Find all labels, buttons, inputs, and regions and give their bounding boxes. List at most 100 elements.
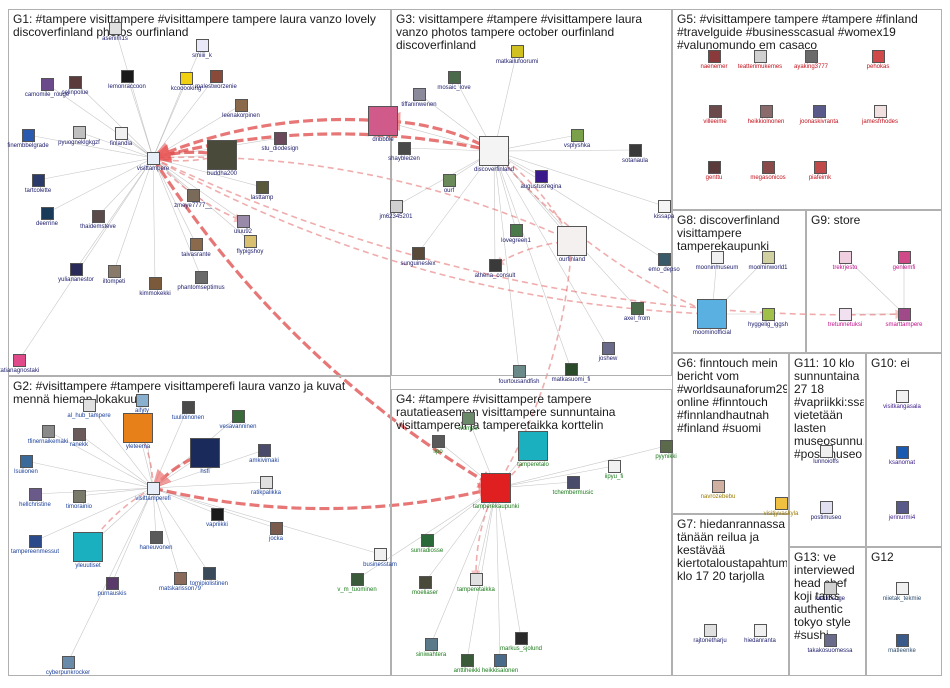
node-tampereenmessut[interactable]: [28, 534, 42, 548]
node-ourfinland[interactable]: [557, 226, 587, 256]
node-shaybleizen[interactable]: [397, 141, 411, 155]
node-jm62345201[interactable]: [389, 199, 403, 213]
node-yleteema[interactable]: [123, 413, 153, 443]
node-zmeye7777__[interactable]: [186, 188, 200, 202]
node-buddha200[interactable]: [207, 140, 237, 170]
node-kimmokekki[interactable]: [148, 276, 162, 290]
node-yuliananestor[interactable]: [69, 262, 83, 276]
node-ksanomat[interactable]: [895, 445, 909, 459]
node-stu_diodesign[interactable]: [273, 131, 287, 145]
node-teatterimukemes[interactable]: [753, 49, 767, 63]
node-kcooooking[interactable]: [179, 71, 193, 85]
node-heikkiolnonen[interactable]: [759, 104, 773, 118]
node-discoverfinland[interactable]: [479, 136, 509, 166]
node-villeeime[interactable]: [708, 104, 722, 118]
node-lsuiionen[interactable]: [19, 454, 33, 468]
node-iipyu_fi[interactable]: [607, 459, 621, 473]
node-trekrjesto[interactable]: [838, 250, 852, 264]
node-mooninmuseum[interactable]: [710, 250, 724, 264]
node-niietak_tekmie[interactable]: [895, 581, 909, 595]
node-matkasuomi_fi[interactable]: [564, 362, 578, 376]
node-asenim1s[interactable]: [108, 21, 122, 35]
node-ourf[interactable]: [442, 173, 456, 187]
node-visitjyvaskyla[interactable]: [774, 496, 788, 510]
node-postimuseo[interactable]: [819, 500, 833, 514]
node-finembbelgrade[interactable]: [21, 128, 35, 142]
node-iipo[interactable]: [431, 434, 445, 448]
node-moominofficial[interactable]: [697, 299, 727, 329]
node-tatianagnostaki[interactable]: [12, 353, 26, 367]
node-naenemer[interactable]: [707, 49, 721, 63]
node-jocka[interactable]: [269, 521, 283, 535]
node-joshew[interactable]: [601, 341, 615, 355]
node-amkivimaki[interactable]: [257, 443, 271, 457]
node-takakosuomessa[interactable]: [823, 633, 837, 647]
node-tuulioinonen[interactable]: [181, 400, 195, 414]
node-moeliaser[interactable]: [418, 575, 432, 589]
node-ayaking3777[interactable]: [804, 49, 818, 63]
node-tamperetaikka[interactable]: [469, 572, 483, 586]
node-tomipiolistinen[interactable]: [202, 566, 216, 580]
node-iltompeti[interactable]: [107, 264, 121, 278]
node-matleenke[interactable]: [895, 633, 909, 647]
node-flypigshoy[interactable]: [243, 234, 257, 248]
node-camomile_rouge[interactable]: [40, 77, 54, 91]
node-tamperekaupunki[interactable]: [481, 473, 511, 503]
node-pehokas[interactable]: [871, 49, 885, 63]
node-phantomseptimus[interactable]: [194, 270, 208, 284]
node-ranekk[interactable]: [72, 427, 86, 441]
node-tamperetalo[interactable]: [518, 431, 548, 461]
node-finlandia[interactable]: [114, 126, 128, 140]
node-tiffaninwenen[interactable]: [412, 87, 426, 101]
node-heikkisalonen[interactable]: [493, 653, 507, 667]
node-vapriikki[interactable]: [210, 507, 224, 521]
node-smarttampere[interactable]: [897, 307, 911, 321]
node-anttiheikki[interactable]: [460, 653, 474, 667]
node-emo_depso[interactable]: [657, 252, 671, 266]
node-athena_consult[interactable]: [488, 258, 502, 272]
node-yleuutiset[interactable]: [73, 532, 103, 562]
node-timorainio[interactable]: [72, 489, 86, 503]
node-leenakorpinen[interactable]: [234, 98, 248, 112]
node-sotanaula[interactable]: [628, 143, 642, 157]
node-fourtousandfish[interactable]: [512, 364, 526, 378]
node-tartcolette[interactable]: [31, 173, 45, 187]
node-tfinernaikemaki[interactable]: [41, 424, 55, 438]
node-lunnoioffs[interactable]: [819, 444, 833, 458]
node-businesstam[interactable]: [373, 547, 387, 561]
node-thaidemsteve[interactable]: [91, 209, 105, 223]
node-tchembermusic[interactable]: [566, 475, 580, 489]
node-markus_sjolund[interactable]: [514, 631, 528, 645]
node-genlemfi[interactable]: [897, 250, 911, 264]
node-kaikkosuge[interactable]: [823, 581, 837, 595]
node-augustusregina[interactable]: [534, 169, 548, 183]
node-megasonicos[interactable]: [761, 160, 775, 174]
node-sunguineslex[interactable]: [411, 246, 425, 260]
node-mosaic_love[interactable]: [447, 70, 461, 84]
node-kissapa[interactable]: [657, 199, 671, 213]
node-jamesfrhodes[interactable]: [873, 104, 887, 118]
node-visitkangasala[interactable]: [895, 389, 909, 403]
node-malestworzenie[interactable]: [209, 69, 223, 83]
node-genttu[interactable]: [707, 160, 721, 174]
node-aifyty[interactable]: [135, 393, 149, 407]
node-vsplyshka[interactable]: [570, 128, 584, 142]
node-celinpolue[interactable]: [68, 75, 82, 89]
node-sunradiosse[interactable]: [420, 533, 434, 547]
node-cyberpunkrocker[interactable]: [61, 655, 75, 669]
node-visittamperefi[interactable]: [146, 481, 160, 495]
node-lovegreen1[interactable]: [509, 223, 523, 237]
node-jerinurmi4[interactable]: [895, 500, 909, 514]
node-navrozebebu[interactable]: [711, 479, 725, 493]
node-uluu92[interactable]: [236, 214, 250, 228]
node-piafeimk[interactable]: [813, 160, 827, 174]
node-vesavanninen[interactable]: [231, 409, 245, 423]
node-hiedanranta[interactable]: [753, 623, 767, 637]
node-al_hub_tampere[interactable]: [82, 398, 96, 412]
node-v_m_tuominen[interactable]: [350, 572, 364, 586]
node-taivasrante[interactable]: [189, 237, 203, 251]
node-siniwahtera[interactable]: [424, 637, 438, 651]
node-haneuvonen[interactable]: [149, 530, 163, 544]
node-moominworld1[interactable]: [761, 250, 775, 264]
node-hyggelig_iggsh[interactable]: [761, 307, 775, 321]
